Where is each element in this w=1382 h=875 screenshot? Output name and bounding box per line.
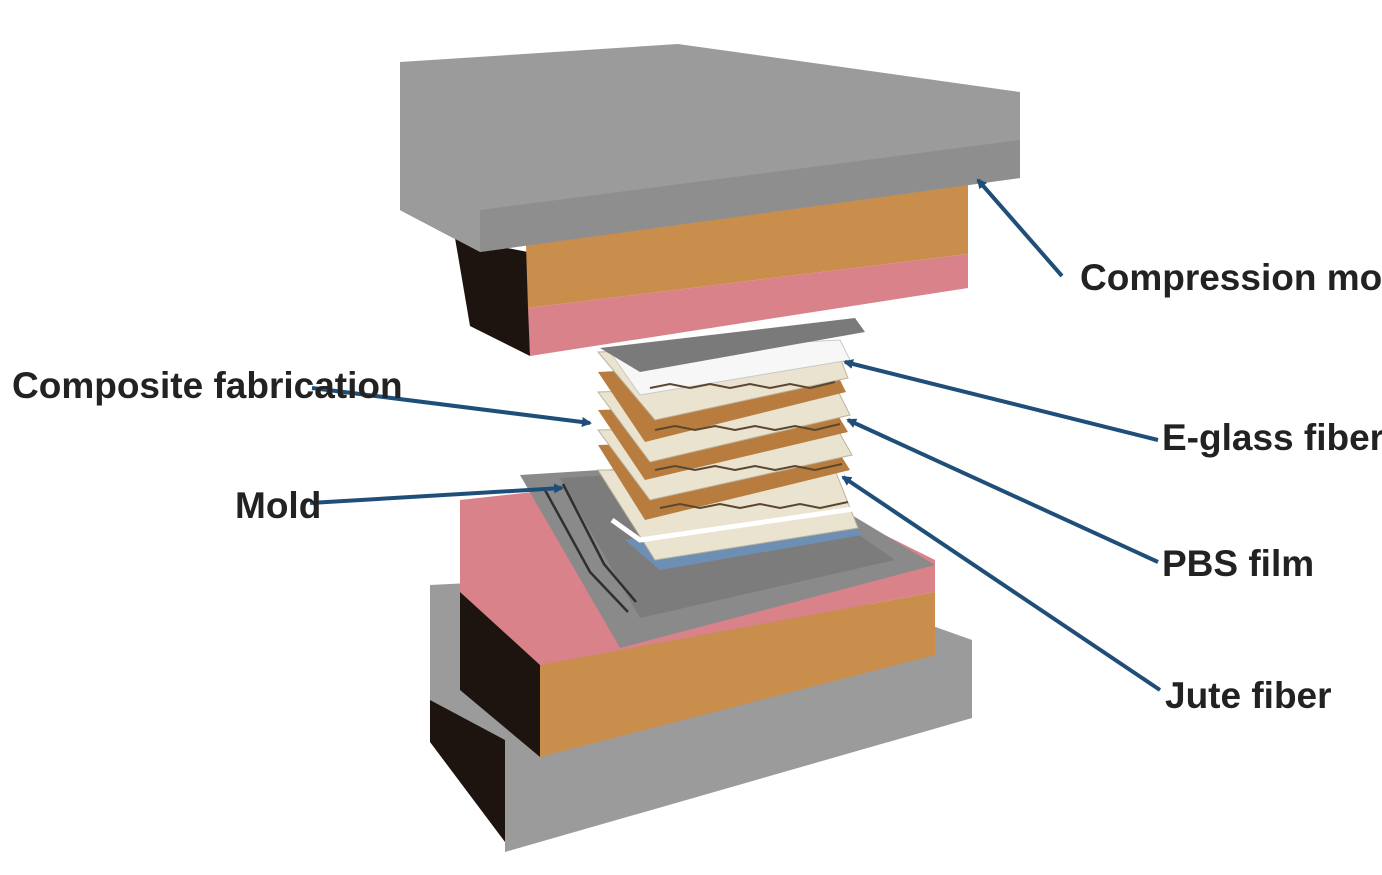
callout-labels: Compression molding Composite fabricatio… — [12, 257, 1382, 716]
arrow-jute-fiber — [841, 475, 1162, 692]
fiber-texture — [654, 423, 841, 432]
mold-groove-line — [561, 483, 637, 603]
mold-groove-line — [543, 489, 629, 613]
top-plate-edge — [480, 140, 1020, 252]
label-e-glass-fiber: E-glass fiber — [1162, 417, 1382, 458]
fiber-texture — [659, 501, 849, 510]
arrow-pbs-film — [846, 418, 1159, 564]
arrow-e-glass-fiber — [843, 359, 1159, 442]
fiber-texture — [654, 463, 843, 472]
top-release-film — [600, 318, 865, 372]
top-heater-orange — [526, 185, 968, 308]
top-plate-face — [400, 44, 1020, 252]
arrow-composite-fabrication — [311, 386, 592, 427]
top-heater-pink — [528, 254, 968, 356]
label-pbs-film: PBS film — [1162, 543, 1314, 584]
arrow-mold — [309, 483, 564, 505]
top-press — [400, 44, 1020, 356]
label-mold: Mold — [235, 485, 321, 526]
label-compression-molding: Compression molding — [1080, 257, 1382, 298]
label-composite-fabrication: Composite fabrication — [12, 365, 403, 406]
bottom-heater-orange — [540, 592, 935, 757]
callout-arrows — [309, 178, 1162, 692]
pbs-film-layer — [610, 505, 861, 543]
arrow-compression-molding — [976, 178, 1064, 278]
top-heater-left-face — [455, 238, 530, 356]
fiber-texture — [649, 381, 836, 390]
composite-stack — [596, 318, 865, 570]
label-jute-fiber: Jute fiber — [1165, 675, 1332, 716]
